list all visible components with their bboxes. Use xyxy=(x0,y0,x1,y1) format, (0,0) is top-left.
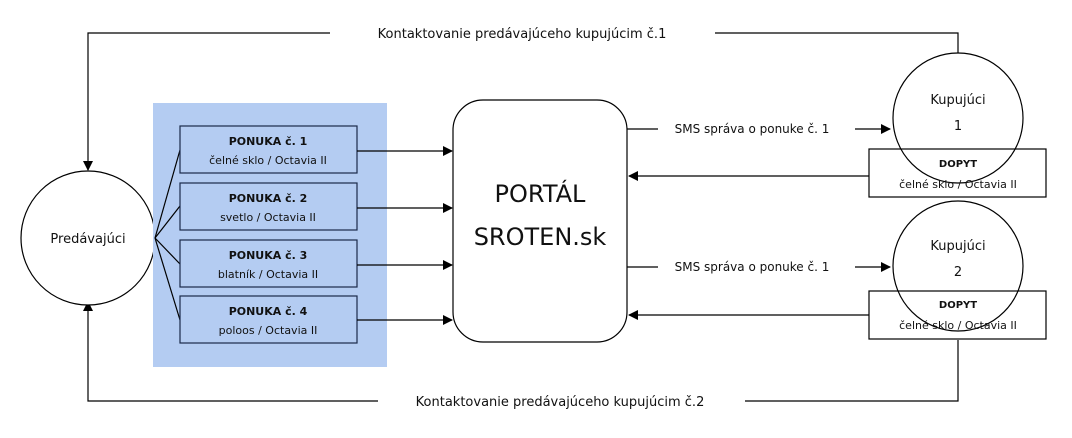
sms-label: SMS správa o ponuke č. 1 xyxy=(675,122,830,136)
buyer-name: Kupujúci xyxy=(930,93,985,108)
offer-title: PONUKA č. 2 xyxy=(229,192,308,205)
seller-label: Predávajúci xyxy=(50,232,125,247)
offer-item: poloos / Octavia II xyxy=(219,324,318,337)
offer-title: PONUKA č. 3 xyxy=(229,249,308,262)
demand-title: DOPYT xyxy=(939,159,977,170)
buyer-name: Kupujúci xyxy=(930,239,985,254)
top-contact-arrow xyxy=(83,32,330,171)
offer-box: PONUKA č. 3 blatník / Octavia II xyxy=(179,239,358,288)
offer-title: PONUKA č. 4 xyxy=(229,305,308,318)
offer-item: svetlo / Octavia II xyxy=(220,211,316,224)
fan-lines xyxy=(154,149,181,321)
offer-box: PONUKA č. 4 poloos / Octavia II xyxy=(179,295,358,344)
buyer-node xyxy=(892,200,1024,332)
bottom-contact-arrow xyxy=(83,301,378,402)
offer-box: PONUKA č. 2 svetlo / Octavia II xyxy=(179,182,358,231)
bottom-contact-label: Kontaktovanie predávajúceho kupujúcim č.… xyxy=(416,395,705,410)
top-contact-connector xyxy=(715,32,959,56)
demand-title: DOPYT xyxy=(939,300,977,311)
demand-box xyxy=(868,148,1047,198)
portal-title: PORTÁL xyxy=(495,179,587,208)
offer-title: PONUKA č. 1 xyxy=(229,135,308,148)
top-contact-label: Kontaktovanie predávajúceho kupujúcim č.… xyxy=(378,27,667,42)
portal-node xyxy=(452,99,628,343)
buyer-node xyxy=(892,52,1024,184)
offer-item: čelné sklo / Octavia II xyxy=(209,154,327,167)
offer-item: blatník / Octavia II xyxy=(218,268,318,281)
bottom-contact-connector xyxy=(745,340,959,402)
offer-arrows xyxy=(357,146,453,325)
demand-item: čelné sklo / Octavia II xyxy=(899,319,1017,332)
offer-box: PONUKA č. 1 čelné sklo / Octavia II xyxy=(179,125,358,174)
buyer-number: 1 xyxy=(954,119,962,134)
sms-label: SMS správa o ponuke č. 1 xyxy=(675,260,830,274)
buyer-number: 2 xyxy=(954,265,962,280)
portal-domain: SROTEN.sk xyxy=(474,223,607,251)
demand-item: čelné sklo / Octavia II xyxy=(899,178,1017,191)
